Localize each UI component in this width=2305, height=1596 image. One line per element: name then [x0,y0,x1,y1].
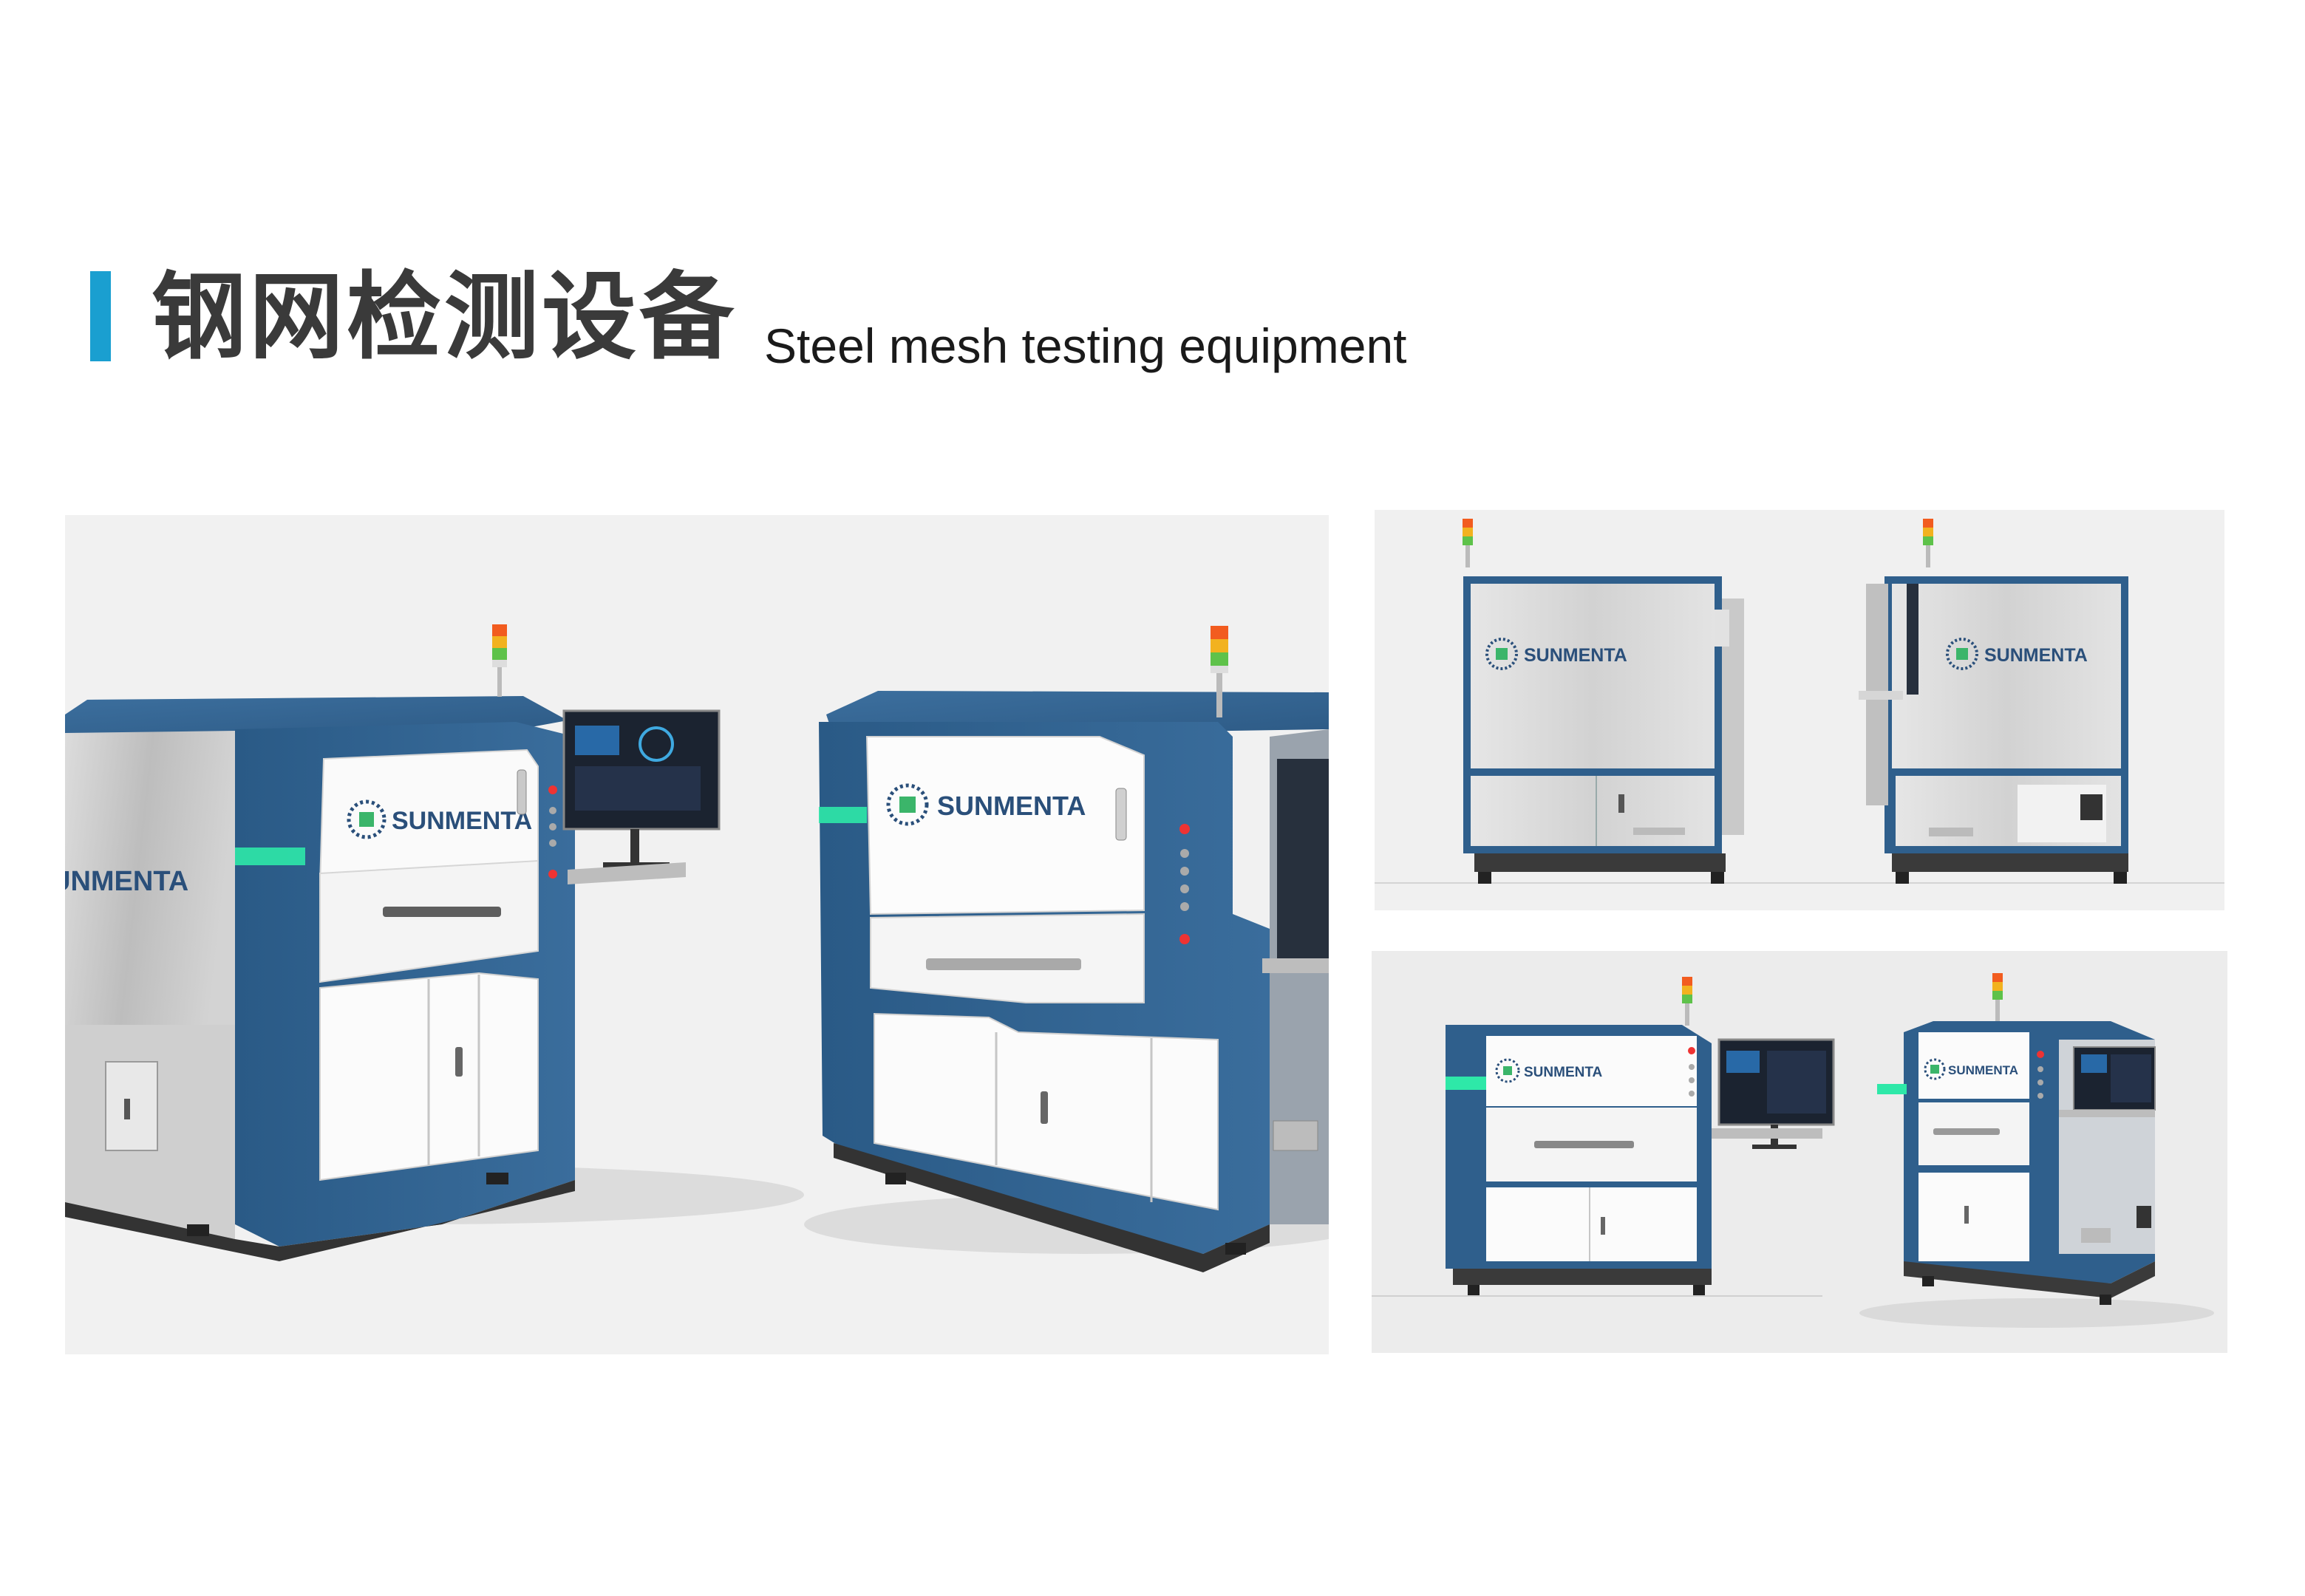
page-title: 钢网检测设备 [151,262,738,372]
three-quarter-view-machine: SUNMENTA [1877,973,2156,1305]
signal-tower-icon-2 [1211,626,1228,717]
page-subtitle: Steel mesh testing equipment [764,318,1407,373]
front-view-machine-2: SUNMENTA [1446,977,1835,1295]
brand-logo-icon-2 [886,783,929,826]
brand-logo-text: SUNMENTA [392,807,532,835]
main-render-image: UNMENTA SUNMENTA [65,624,1329,1272]
title-accent-bar [90,271,111,361]
brand-logo-text-2: SUNMENTA [937,791,1086,821]
front-view-machine: SUNMENTA [1463,519,1744,884]
signal-tower-icon [492,624,507,697]
svg-text:SUNMENTA: SUNMENTA [1524,1065,1603,1080]
brand-logo-icon [347,799,387,839]
side-logo-text: UNMENTA [65,866,188,897]
orthographic-render-image: SUNMENTA SUNMENTA [1375,519,2224,884]
alternate-render-panel: SUNMENTA [1372,951,2227,1353]
back-view-machine: SUNMENTA [1859,519,2128,884]
svg-text:SUNMENTA: SUNMENTA [1984,645,2088,666]
monitor-icon [562,709,721,884]
alternate-render-image: SUNMENTA [1372,973,2214,1328]
svg-text:SUNMENTA: SUNMENTA [1524,645,1627,666]
orthographic-render-panel: SUNMENTA SUNMENTA [1375,510,2224,910]
main-render-panel: UNMENTA SUNMENTA [65,515,1329,1354]
svg-text:SUNMENTA: SUNMENTA [1948,1063,2018,1077]
